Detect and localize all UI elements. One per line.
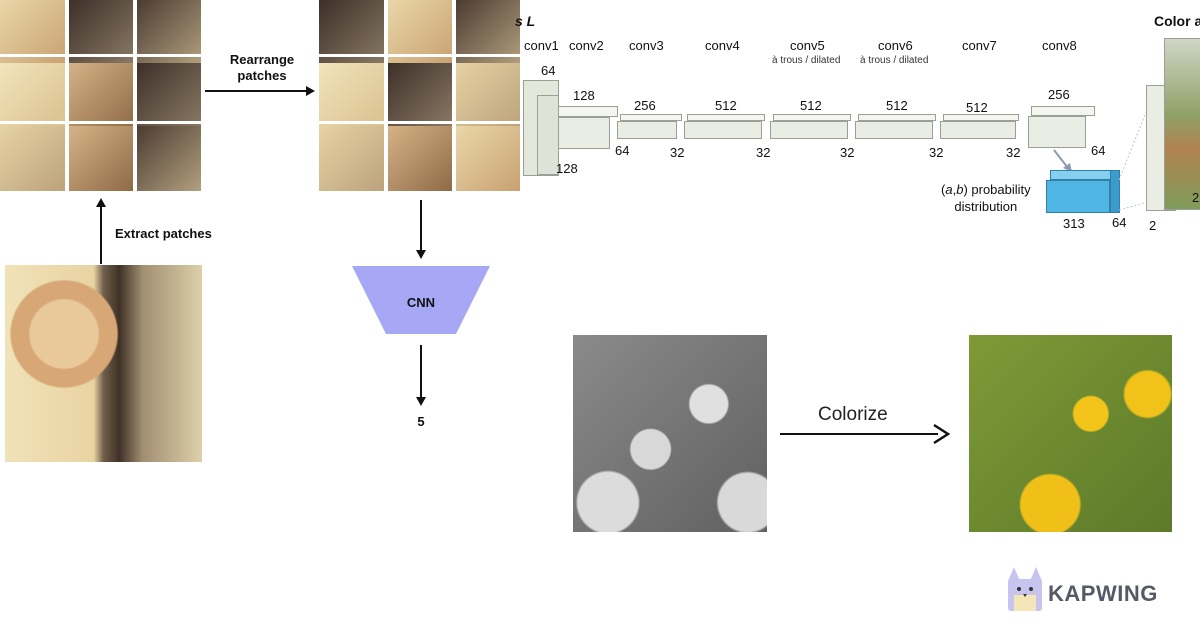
bee-grayscale-image <box>573 335 767 532</box>
layer-depth-conv6: 512 <box>886 98 908 113</box>
layer-size-conv5: 32 <box>840 145 855 160</box>
layer-block-conv4 <box>684 121 762 139</box>
prob-distribution-block <box>1046 180 1110 213</box>
colorize-label: Colorize <box>818 404 888 425</box>
extract-arrow <box>100 206 102 264</box>
layer-depth-conv1: 64 <box>541 63 556 78</box>
rearrange-label: Rearrange patches <box>229 52 295 83</box>
layer-note-conv5: à trous / dilated <box>772 55 841 66</box>
output-label: 5 <box>417 414 425 429</box>
layer-block-conv8 <box>1028 116 1086 148</box>
layer-depth-conv4: 512 <box>715 98 737 113</box>
arch-top-right-fragment: Color a <box>1154 13 1200 29</box>
layer-name-conv5: conv5 <box>790 38 825 53</box>
layer-depth-conv7: 512 <box>966 100 988 115</box>
brand-name: KAPWING <box>1048 581 1158 606</box>
layer-size-conv7: 32 <box>1006 145 1021 160</box>
layer-name-conv4: conv4 <box>705 38 740 53</box>
colorize-arrow-head-icon <box>933 423 951 445</box>
layer-depth-conv2: 128 <box>573 88 595 103</box>
conv8-to-prob-arrow <box>1053 149 1072 172</box>
to-cnn-arrow-head-icon <box>416 250 426 259</box>
layer-size-conv4: 32 <box>756 145 771 160</box>
layer-size-conv8: 64 <box>1091 143 1106 158</box>
lion-original-image <box>5 265 202 462</box>
layer-block-conv7 <box>940 121 1016 139</box>
extract-label: Extract patches <box>115 226 212 241</box>
layer-depth-conv5: 512 <box>800 98 822 113</box>
layer-size-conv1: 128 <box>556 161 578 176</box>
rearrange-arrow <box>205 90 309 92</box>
output-ab-block-face <box>1164 38 1200 210</box>
cnn-block <box>352 266 490 334</box>
layer-name-conv8: conv8 <box>1042 38 1077 53</box>
layer-size-conv6: 32 <box>929 145 944 160</box>
to-cnn-arrow <box>420 200 422 250</box>
layer-name-conv1: conv1 <box>524 38 559 53</box>
colorize-arrow <box>780 433 938 435</box>
cat-face-logo-icon <box>1008 567 1042 611</box>
prob-bins: 313 <box>1063 216 1085 231</box>
rearranged-patches-image <box>319 0 523 193</box>
cnn-label: CNN <box>406 295 436 310</box>
rearrange-arrow-head-icon <box>306 86 315 96</box>
layer-block-conv5 <box>770 121 848 139</box>
to-output-arrow <box>420 345 422 397</box>
layer-depth-conv3: 256 <box>634 98 656 113</box>
layer-name-conv7: conv7 <box>962 38 997 53</box>
layer-block-conv2 <box>558 117 610 149</box>
layer-name-conv6: conv6 <box>878 38 913 53</box>
prob-size: 64 <box>1112 215 1127 230</box>
output-size-right: 2 <box>1192 190 1200 205</box>
to-output-arrow-head-icon <box>416 397 426 406</box>
layer-name-conv2: conv2 <box>569 38 604 53</box>
extract-arrow-head-icon <box>96 198 106 207</box>
layer-size-conv3: 32 <box>670 145 685 160</box>
arch-title-fragment: s L <box>515 13 536 29</box>
patches-grid-image <box>0 0 204 193</box>
layer-depth-conv8: 256 <box>1048 87 1070 102</box>
layer-block-conv3 <box>617 121 677 139</box>
layer-block-conv6 <box>855 121 933 139</box>
layer-name-conv3: conv3 <box>629 38 664 53</box>
output-size-left: 2 <box>1149 218 1157 233</box>
layer-note-conv6: à trous / dilated <box>860 55 929 66</box>
bee-colorized-image <box>969 335 1172 532</box>
layer-size-conv2: 64 <box>615 143 630 158</box>
